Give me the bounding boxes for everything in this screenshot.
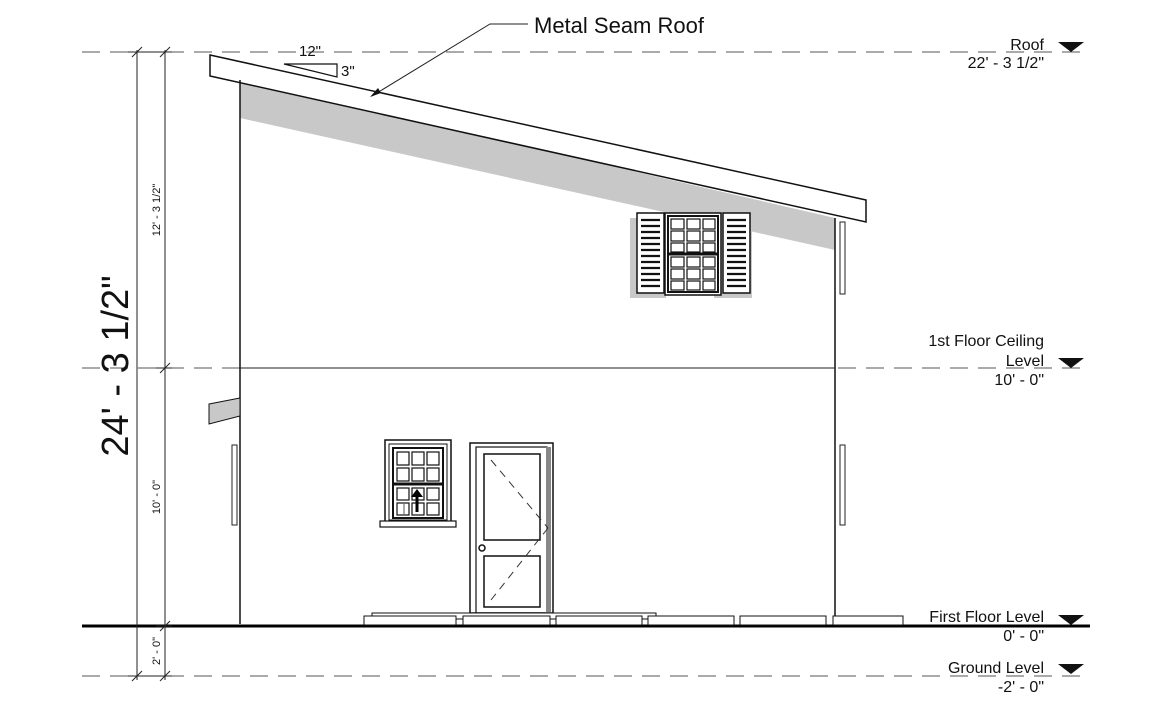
dimension-strings — [128, 46, 172, 682]
ceiling-level-marker-icon — [1058, 358, 1084, 368]
roof-callout-label: Metal Seam Roof — [534, 13, 705, 38]
ground-level-elevation: -2' - 0" — [998, 679, 1044, 696]
grade-height-dimension: 2' - 0" — [151, 637, 163, 665]
roof-callout-leader — [371, 23, 528, 97]
roof-level-elevation: 22' - 3 1/2" — [968, 55, 1044, 72]
wall-light-fixture — [208, 397, 241, 425]
door-knob-icon — [478, 544, 486, 552]
roof-pitch-rise: 3" — [341, 63, 355, 80]
roof-callout-arrow-icon — [370, 88, 381, 97]
first-floor-level-name: First Floor Level — [929, 609, 1044, 626]
overall-height-dimension: 24' - 3 1/2" — [95, 275, 137, 456]
upper-window — [630, 212, 752, 298]
roof-slab — [209, 54, 867, 223]
lower-window — [379, 439, 457, 528]
upper-height-dimension: 12' - 3 1/2" — [151, 184, 163, 237]
roof-level-name: Roof — [1010, 37, 1044, 54]
roof-pitch-symbol — [283, 63, 338, 78]
entry-door — [469, 442, 554, 614]
ceiling-level-name-line1: 1st Floor Ceiling — [928, 333, 1044, 350]
roof-pitch-run: 12" — [299, 43, 321, 60]
right-lower-downspout — [839, 444, 846, 526]
first-floor-level-marker-icon — [1058, 615, 1084, 625]
roof-soffit-shadow — [240, 80, 835, 250]
ceiling-level-elevation: 10' - 0" — [994, 372, 1044, 389]
ceiling-level-name-line2: Level — [1006, 353, 1044, 370]
left-lower-downspout — [231, 444, 238, 526]
sidewalk-pavers — [363, 612, 904, 626]
ground-level-marker-icon — [1058, 664, 1084, 674]
roof-level-marker-icon — [1058, 42, 1084, 52]
right-upper-downspout — [839, 221, 846, 295]
first-floor-level-elevation: 0' - 0" — [1003, 628, 1044, 645]
ground-level-name: Ground Level — [948, 660, 1044, 677]
lower-height-dimension: 10' - 0" — [151, 480, 163, 514]
